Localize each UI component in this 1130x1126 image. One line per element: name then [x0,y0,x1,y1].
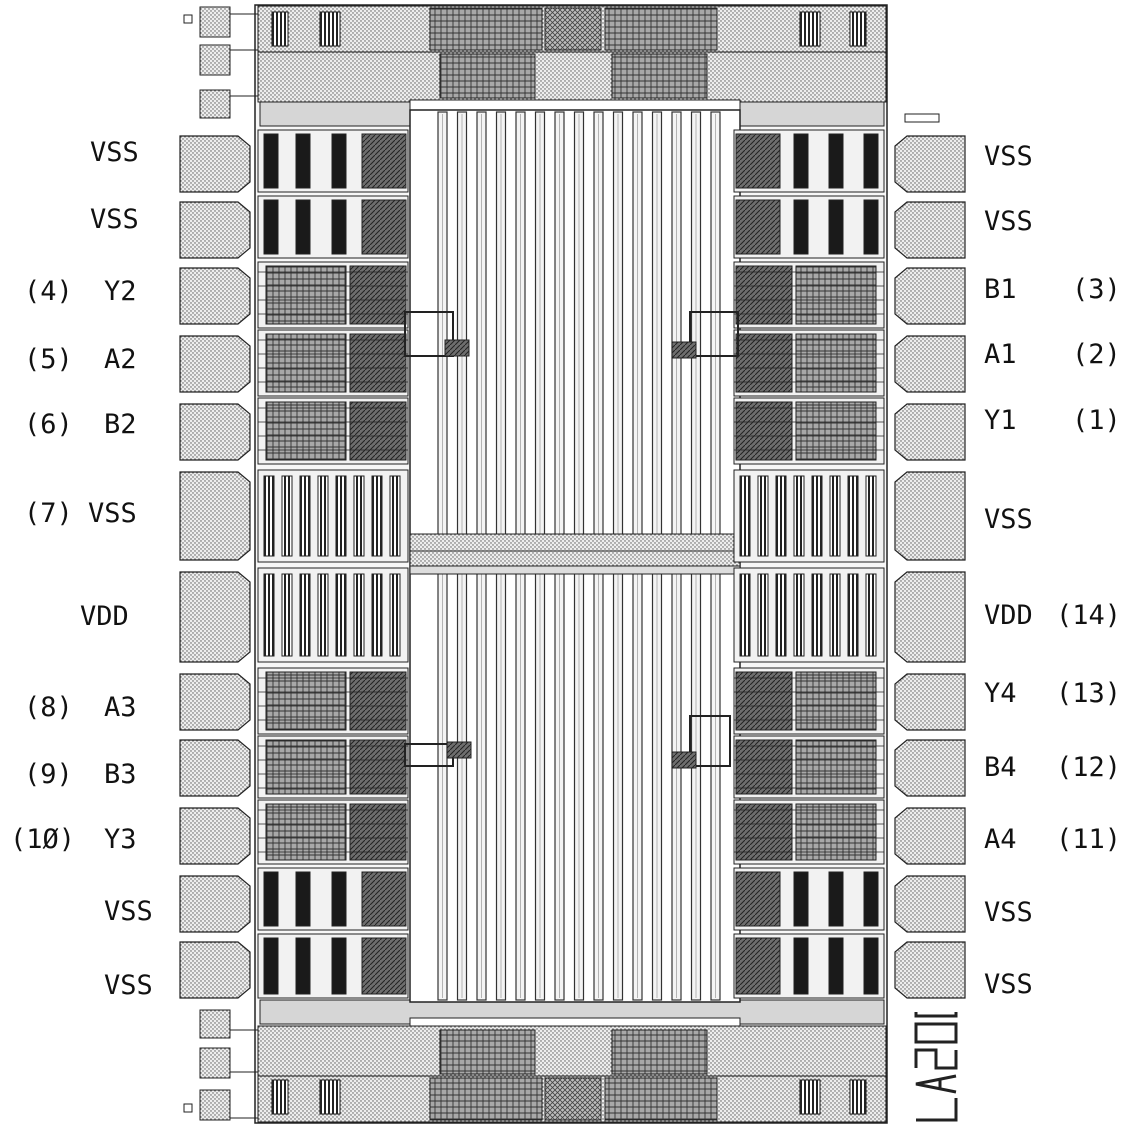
right-pin-label: Y1 [984,405,1017,436]
bond-pad [179,807,251,865]
right-pin-label: VSS [984,897,1033,928]
right-bond-pads [894,135,966,999]
chip-stamp-logo [914,1012,958,1122]
right-pin-label: VSS [984,504,1033,535]
left-pin-label: VSS [104,970,153,1001]
center-bus [409,533,741,575]
left-pin-label: B2 [104,409,137,440]
logic-cell [733,933,885,999]
bond-pad [894,941,966,999]
left-pin-label: VSS [90,204,139,235]
bond-pad [894,267,966,325]
left-pin-label: Y2 [104,276,137,307]
logic-cell [733,261,885,329]
logic-cell [733,667,885,735]
logic-cell [733,735,885,799]
right-pin-number: (12) [1056,752,1122,783]
logic-cell [733,799,885,865]
left-pin-number: (1Ø) [10,824,76,855]
cross-connectors [404,311,739,769]
logic-cell [733,195,885,259]
left-pin-number: (5) [24,344,73,375]
test-pads [183,6,940,1121]
left-pin-label: A3 [104,692,137,723]
logic-cell [733,129,885,193]
left-pin-label: A2 [104,344,137,375]
logic-cell [733,469,885,563]
left-pin-number: (9) [24,759,73,790]
left-pin-label: VSS [104,896,153,927]
bond-pad [179,135,251,193]
right-pin-number: (2) [1072,339,1121,370]
right-pin-number: (3) [1072,274,1121,305]
logic-cell [733,329,885,397]
logic-cell [257,195,409,259]
logic-cell [257,799,409,865]
bond-pad [179,335,251,393]
bond-pad [894,471,966,561]
logic-cell [257,933,409,999]
right-pin-label: B1 [984,274,1017,305]
bond-pad [894,739,966,797]
logic-cell [257,567,409,663]
right-pin-label: VDD [984,600,1033,631]
right-pin-label: VSS [984,206,1033,237]
logic-cell [257,867,409,931]
bond-pad [179,201,251,259]
bond-pad [894,403,966,461]
bond-pad [894,673,966,731]
right-pin-label: VSS [984,969,1033,1000]
right-pin-label: B4 [984,752,1017,783]
bond-pad [894,335,966,393]
left-pin-number: (8) [24,692,73,723]
right-pin-label: VSS [984,141,1033,172]
bond-pad [894,201,966,259]
left-logic-column [257,129,409,999]
left-pin-label: VSS [90,137,139,168]
left-pin-label: VSS [88,498,137,529]
left-pin-label: VDD [80,601,129,632]
bond-pad [179,941,251,999]
top-peripheral-block [257,5,887,127]
right-pin-label: A1 [984,339,1017,370]
right-pin-number: (13) [1056,678,1122,709]
logic-cell [733,867,885,931]
right-pin-number: (1) [1072,405,1121,436]
logic-cell [257,129,409,193]
bond-pad [894,875,966,933]
right-pin-number: (11) [1056,824,1122,855]
bond-pad [894,807,966,865]
left-pin-number: (6) [24,409,73,440]
logic-cell [733,397,885,465]
right-pin-label: Y4 [984,678,1017,709]
left-pin-label: Y3 [104,824,137,855]
bond-pad [179,739,251,797]
logic-cell [257,397,409,465]
right-logic-column [733,129,885,999]
bond-pad [894,571,966,663]
logic-cell [257,667,409,735]
bond-pad [179,875,251,933]
left-pin-label: B3 [104,759,137,790]
left-pin-number: (7) [24,498,73,529]
logic-cell [257,469,409,563]
logic-cell [257,735,409,799]
bond-pad [179,403,251,461]
left-bond-pads [179,135,251,999]
bond-pad [894,135,966,193]
bond-pad [179,471,251,561]
left-pin-number: (4) [24,276,73,307]
bond-pad [179,267,251,325]
bond-pad [179,571,251,663]
bottom-peripheral-block [257,999,887,1123]
logic-cell [257,261,409,329]
bond-pad [179,673,251,731]
right-pin-number: (14) [1056,600,1122,631]
logic-cell [733,567,885,663]
right-pin-label: A4 [984,824,1017,855]
logic-cell [257,329,409,397]
